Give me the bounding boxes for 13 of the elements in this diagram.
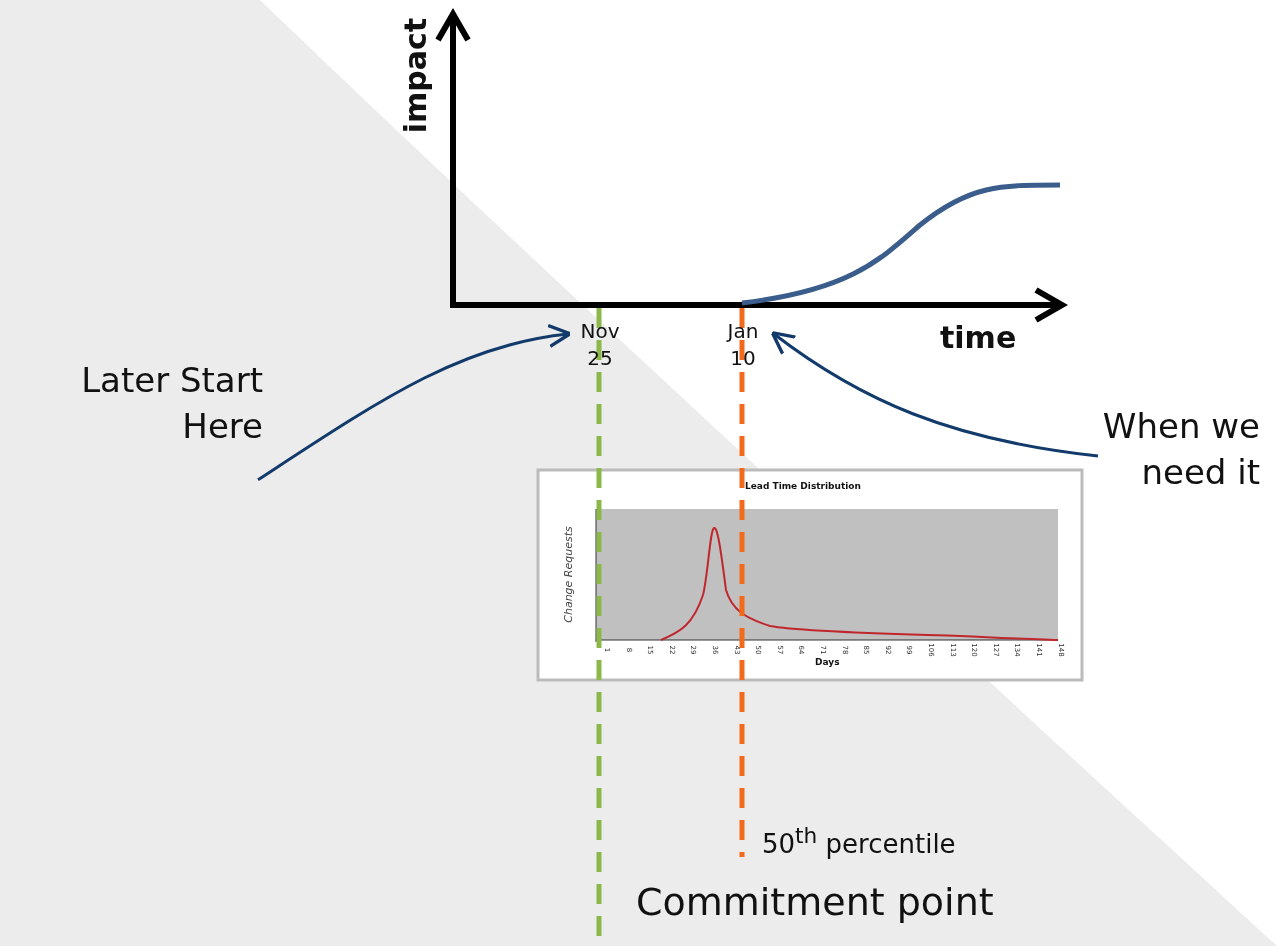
axis-label: Days <box>815 657 840 667</box>
annotation-text: When we need it <box>1058 404 1260 496</box>
axis-label: impact <box>398 17 434 134</box>
annotation-text: 50$^{th}$ percentile <box>762 823 956 859</box>
date-label: Nov 25 <box>572 318 628 372</box>
chart-title: Lead Time Distribution <box>745 481 861 491</box>
arrow <box>770 331 1099 458</box>
axis-label: Change Requests <box>561 526 575 623</box>
arrow <box>257 324 572 482</box>
annotation-text: Commitment point <box>636 880 994 924</box>
axis-label: time <box>940 320 1017 355</box>
date-label: Jan 10 <box>716 318 770 372</box>
annotation-text: Later Start Here <box>15 358 263 450</box>
